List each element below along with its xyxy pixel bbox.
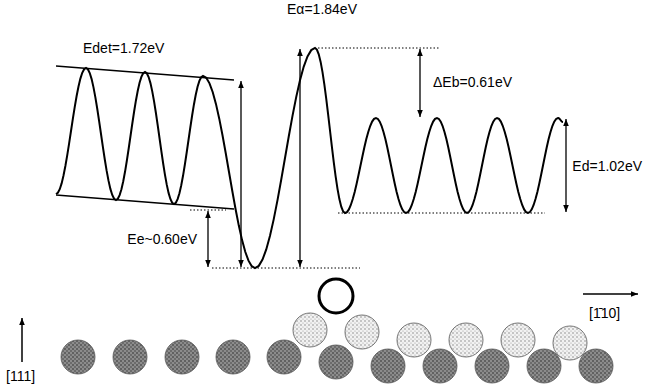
substrate-atom [113, 340, 147, 374]
substrate-atom [216, 340, 250, 374]
substrate-atom [475, 349, 509, 383]
energy-arrow [207, 211, 208, 267]
energy-arrow [565, 119, 566, 212]
substrate-atom [61, 340, 95, 374]
reference-line [212, 268, 360, 269]
energy-label: ΔEb=0.61eV [432, 74, 513, 90]
step-atom [553, 326, 587, 360]
direction-arrow [583, 293, 638, 295]
direction-label: [111] [5, 368, 36, 384]
energy-label: Eα=1.84eV [286, 1, 358, 17]
substrate-atom [267, 340, 301, 374]
energy-label: Ee~0.60eV [126, 231, 198, 247]
substrate-atom [319, 345, 353, 379]
energy-label: Ed=1.02eV [571, 158, 643, 174]
step-atom [449, 323, 483, 357]
substrate-atom [371, 349, 405, 383]
energy-arrow [299, 49, 300, 267]
energy-arrow [240, 81, 241, 267]
step-atom [345, 315, 379, 349]
direction-arrow [21, 318, 23, 362]
reference-line [318, 48, 440, 49]
substrate-atom [165, 340, 199, 374]
direction-label: [1̄10] [588, 305, 621, 321]
envelope-line [56, 195, 234, 209]
substrate-atom [423, 349, 457, 383]
substrate-atom [579, 349, 613, 383]
atom-layer [61, 279, 613, 383]
reference-line [338, 213, 545, 214]
substrate-atom [527, 349, 561, 383]
energy-label: Edet=1.72eV [82, 40, 165, 56]
step-atom [293, 313, 327, 347]
reference-line [190, 210, 226, 211]
step-atom [501, 323, 535, 357]
energy-arrow [419, 49, 420, 117]
adatom [319, 279, 353, 313]
energy-curve [56, 48, 563, 268]
step-atom [397, 323, 431, 357]
